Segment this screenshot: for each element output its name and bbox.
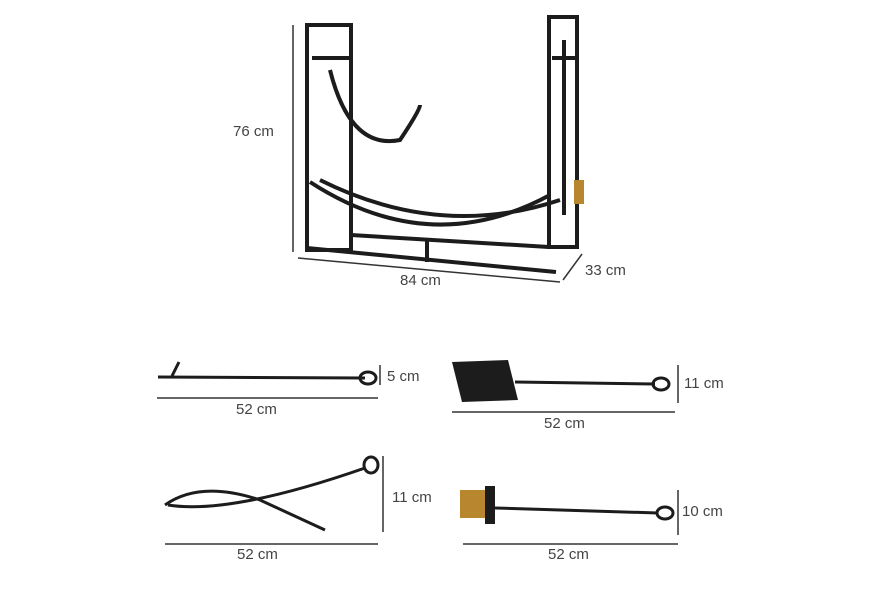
poker [157,361,378,386]
tongs-height-label: 11 cm [392,489,432,506]
rack-width-label: 84 cm [400,272,441,289]
poker-height-label: 5 cm [387,368,420,385]
shovel-length-label: 52 cm [544,415,585,432]
brass-brush-head [574,180,584,204]
rack-depth-label: 33 cm [585,262,626,279]
shovel-height-label: 11 cm [684,375,724,392]
poker-length-label: 52 cm [236,401,277,418]
log-rack [305,15,579,274]
rack-height-label: 76 cm [233,123,274,140]
dimension-lines [157,25,679,545]
tongs [164,455,380,532]
brush-length-label: 52 cm [548,546,589,563]
shovel [452,360,671,402]
brush [460,486,675,524]
brush-height-label: 10 cm [682,503,723,520]
tongs-length-label: 52 cm [237,546,278,563]
